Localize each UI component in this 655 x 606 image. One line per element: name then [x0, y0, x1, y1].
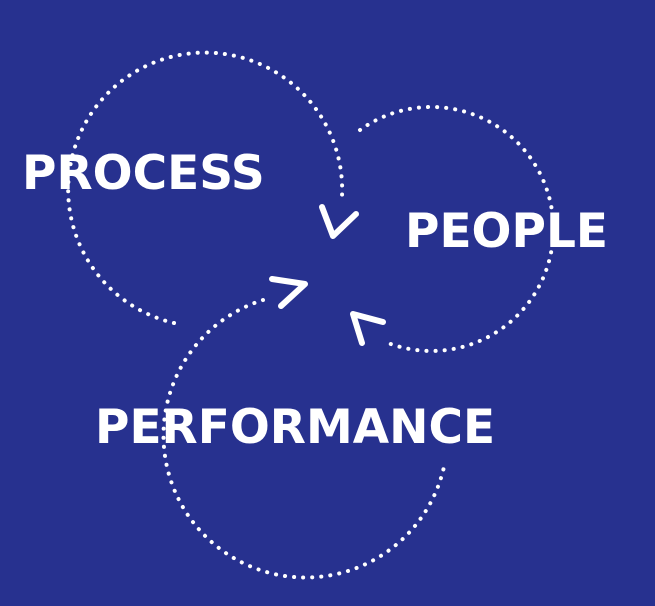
process-arrowhead-icon: [319, 204, 359, 239]
people-arrowhead-icon: [350, 311, 386, 346]
performance-label: PERFORMANCE: [95, 400, 496, 455]
performance-arrowhead-icon: [269, 276, 308, 309]
performance-loop: [161, 298, 447, 580]
process-loop: [66, 50, 345, 325]
process-label: PROCESS: [22, 146, 265, 201]
people-label: PEOPLE: [405, 204, 609, 259]
